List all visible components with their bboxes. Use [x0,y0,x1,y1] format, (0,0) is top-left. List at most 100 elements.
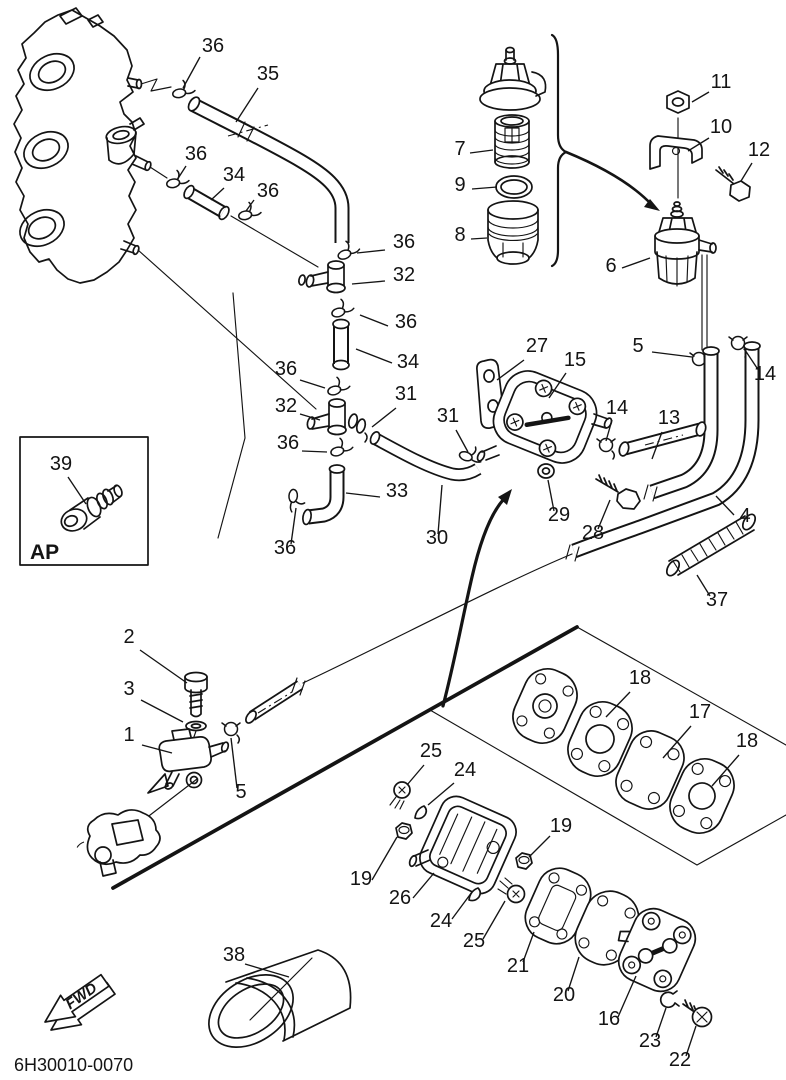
callout-leader [182,56,201,89]
part-callout-14: 14 [754,363,776,385]
callout-leader [696,574,711,597]
part-callout-36: 36 [257,180,279,202]
panel-lines [111,292,786,890]
gasket-row [512,668,735,834]
diaphragm-17 [615,730,685,810]
callout-leader [605,691,631,718]
fuel-pump-15 [369,358,641,708]
detail-arrow [564,150,654,207]
filter-cap [479,46,547,111]
callout-leader [67,476,87,505]
ap-label: AP [30,541,59,564]
callout-leader [685,1025,697,1057]
callout-leader [139,649,188,684]
part-callout-19: 19 [350,868,372,890]
part-callout-32: 32 [275,395,297,417]
drawing-code: 6H30010-0070 [14,1055,133,1075]
engine-block [13,7,319,410]
ap-inset-box: AP [19,436,149,566]
part-callout-22: 22 [669,1049,691,1071]
brace [550,33,568,268]
part-callout-15: 15 [564,349,586,371]
bolt-2 [184,671,208,718]
fuel-filter-assembly [649,90,751,351]
arrowhead-icon [498,489,512,505]
part-callout-36: 36 [185,143,207,165]
callout-leader [496,359,525,381]
screw-22 [682,999,713,1028]
callout-leader [451,891,473,920]
filter-6 [654,201,717,287]
gasket-18 [669,758,735,834]
part-callout-5: 5 [235,781,246,803]
spring-37 [665,513,757,577]
part-callout-24: 24 [454,759,476,781]
gasket-18 [567,701,633,777]
callout-leader [355,348,393,364]
callout-leader [371,836,398,881]
callout-leader [371,407,397,428]
callout-leader [740,162,753,182]
callout-leader [359,314,389,327]
assembly-arrow [441,498,505,708]
part-callout-24: 24 [430,910,452,932]
callout-leader [528,835,551,858]
clip-23-icon [659,990,680,1009]
part-callout-36: 36 [274,537,296,559]
nut-19 [395,822,413,840]
part-callout-25: 25 [420,740,442,762]
clip-36-icon [286,488,307,514]
fitting-39 [60,484,123,532]
callout-leader [301,450,328,453]
washer-29 [537,463,555,479]
screw-icon [568,397,587,416]
callout-leader [299,379,326,389]
pump-body-26 [419,795,517,895]
callout-leader [687,137,710,152]
callout-leader [245,199,255,212]
part-callout-32: 32 [393,264,415,286]
part-callout-4: 4 [739,505,750,527]
callout-leader [427,782,455,806]
fuel-joint-cluster [75,553,573,877]
part-callout-36: 36 [277,432,299,454]
screw-icon [641,911,661,931]
clamp-10 [649,135,703,170]
part-callout-8: 8 [454,224,465,246]
callout-leader [651,351,693,358]
callout-leader [469,149,494,154]
pump-26-cluster [389,781,713,1028]
part-callout-18: 18 [629,667,651,689]
part-callout-2: 2 [123,626,134,648]
callout-leader [522,931,535,963]
part-callout-28: 28 [582,522,604,544]
part-callout-7: 7 [454,138,465,160]
part-callout-34: 34 [223,164,245,186]
part-callout-36: 36 [395,311,417,333]
clip-36-icon [324,374,352,397]
callout-leader [567,956,580,992]
part-callout-31: 31 [395,383,417,405]
screw-icon [653,969,673,989]
part-callout-10: 10 [710,116,732,138]
part-callout-5: 5 [632,335,643,357]
part-callout-34: 34 [397,351,419,373]
pump-cover-16 [617,907,697,993]
filter-cup-8 [487,200,539,265]
callout-leader [455,429,469,453]
part-callout-6: 6 [605,255,616,277]
check-valve-24 [414,805,428,820]
clevis-connector [75,809,161,877]
callout-leader [597,499,611,530]
part-callout-36: 36 [393,231,415,253]
callout-leader [412,872,435,899]
part-callout-36: 36 [275,358,297,380]
nut-19 [515,852,533,870]
screw-icon [538,439,557,458]
filter-detail [479,33,660,268]
engine-boss [105,117,145,165]
part-callout-27: 27 [526,335,548,357]
fwd-arrow: FWD [44,973,116,1031]
